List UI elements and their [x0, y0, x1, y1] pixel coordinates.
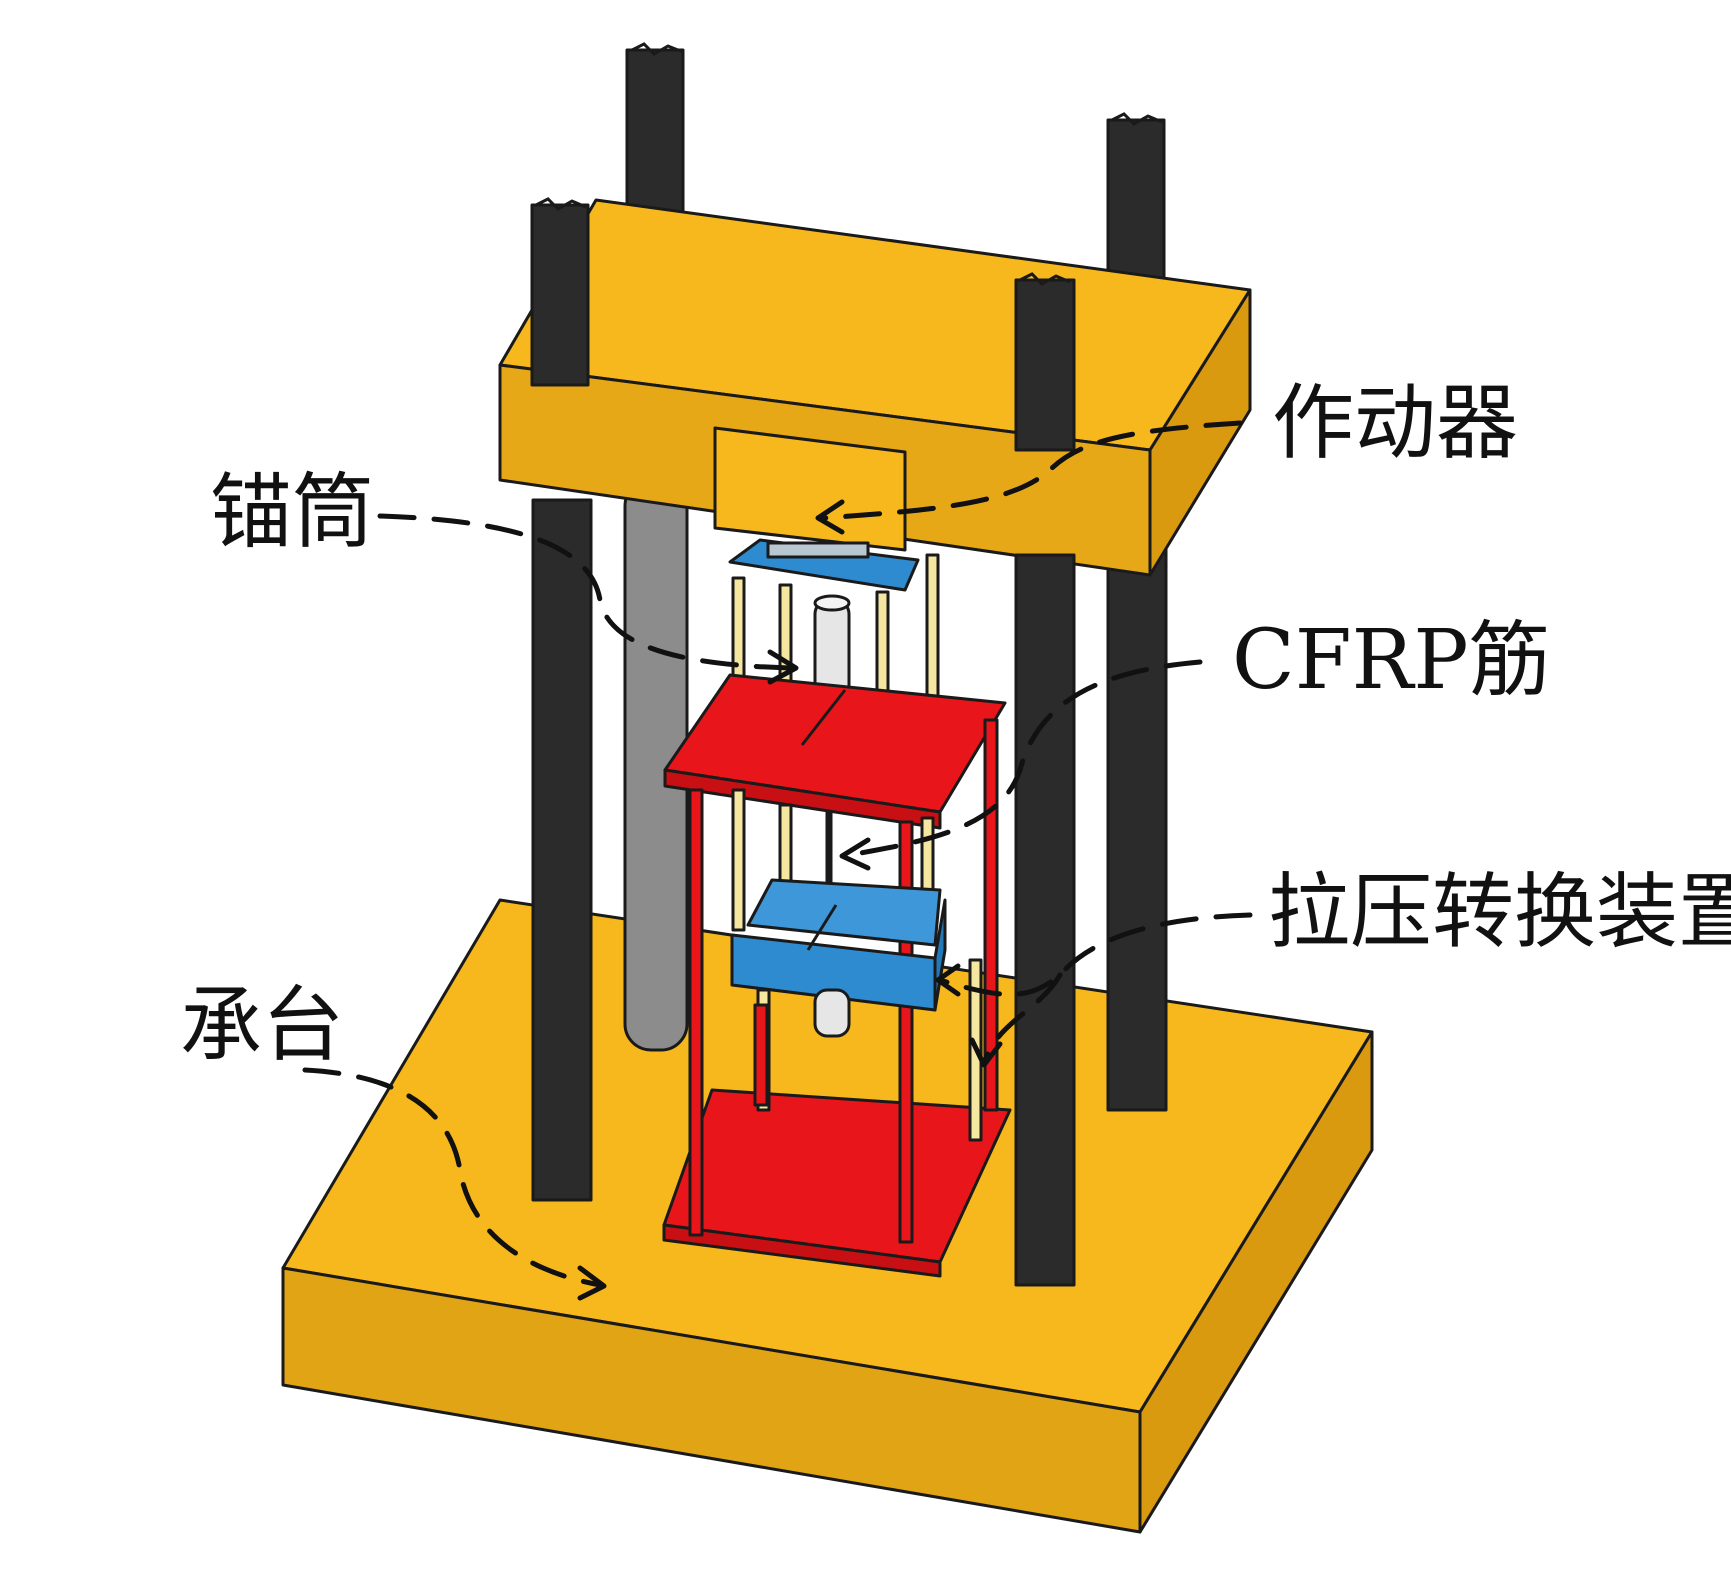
cfrp-bar-leader-arrow — [847, 659, 1203, 858]
pile-cap-label: 承台 — [180, 978, 345, 1073]
converter-label: 拉压转换装置 — [1268, 865, 1731, 960]
loading-rig — [662, 538, 1012, 1278]
front-columns — [531, 498, 1076, 1287]
pile-cap-leader-arrow — [302, 1067, 603, 1288]
anchor-tube-label: 锚筒 — [210, 465, 375, 560]
actuator-label: 作动器 — [1272, 376, 1519, 471]
converter-leader-arrow — [937, 912, 1253, 997]
actuator-leader-arrow — [822, 420, 1243, 521]
column-tops — [530, 42, 1163, 452]
anchor-tube-leader-arrow — [377, 513, 793, 671]
cfrp-bar-label: CFRP筋 — [1232, 613, 1551, 708]
leader-arrows — [302, 420, 1253, 1301]
